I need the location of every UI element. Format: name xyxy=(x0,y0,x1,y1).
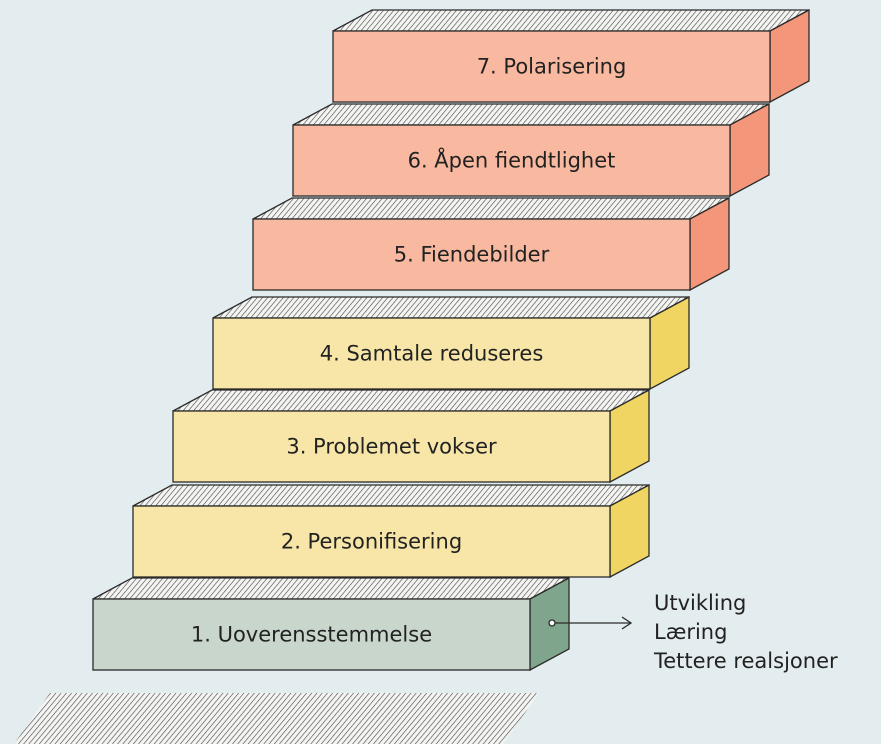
step-3-top xyxy=(172,389,650,412)
step-4-top xyxy=(212,296,690,319)
outcome-learning: Læring xyxy=(654,620,728,644)
step-1-label: 1. Uoverensstemmelse xyxy=(191,623,432,647)
step-3: 3. Problemet vokser xyxy=(172,388,650,484)
outcome-development: Utvikling xyxy=(654,591,747,615)
step-1-front xyxy=(92,598,531,671)
step-2-top xyxy=(132,484,650,507)
step-5-label: 5. Fiendebilder xyxy=(394,243,550,267)
step-5-top xyxy=(252,197,730,220)
step-4-front xyxy=(212,317,651,390)
step-5: 5. Fiendebilder xyxy=(252,196,730,292)
step-1-top xyxy=(92,577,570,600)
step-4: 4. Samtale reduseres xyxy=(212,295,690,391)
step-6: 6. Åpen fiendtlighet xyxy=(292,102,770,198)
step-2-front xyxy=(132,505,611,578)
step-7-front xyxy=(332,30,771,103)
step-7-label: 7. Polarisering xyxy=(477,55,627,79)
step-6-front xyxy=(292,124,731,197)
step-6-label: 6. Åpen fiendtlighet xyxy=(408,147,616,173)
step-2: 2. Personifisering xyxy=(132,483,650,579)
step-3-label: 3. Problemet vokser xyxy=(286,435,497,459)
outcome-arrow xyxy=(548,616,633,630)
step-7-top xyxy=(332,9,810,32)
step-6-top xyxy=(292,103,770,126)
step-1: 1. Uoverensstemmelse xyxy=(92,576,570,672)
step-7: 7. Polarisering xyxy=(332,8,810,104)
floor-shadow xyxy=(14,693,539,744)
step-5-front xyxy=(252,218,691,291)
step-4-label: 4. Samtale reduseres xyxy=(320,342,544,366)
step-3-front xyxy=(172,410,611,483)
step-2-label: 2. Personifisering xyxy=(281,530,462,554)
outcomes-list: Utvikling Læring Tettere realsjoner xyxy=(654,589,838,676)
outcome-closer-relations: Tettere realsjoner xyxy=(654,649,838,673)
